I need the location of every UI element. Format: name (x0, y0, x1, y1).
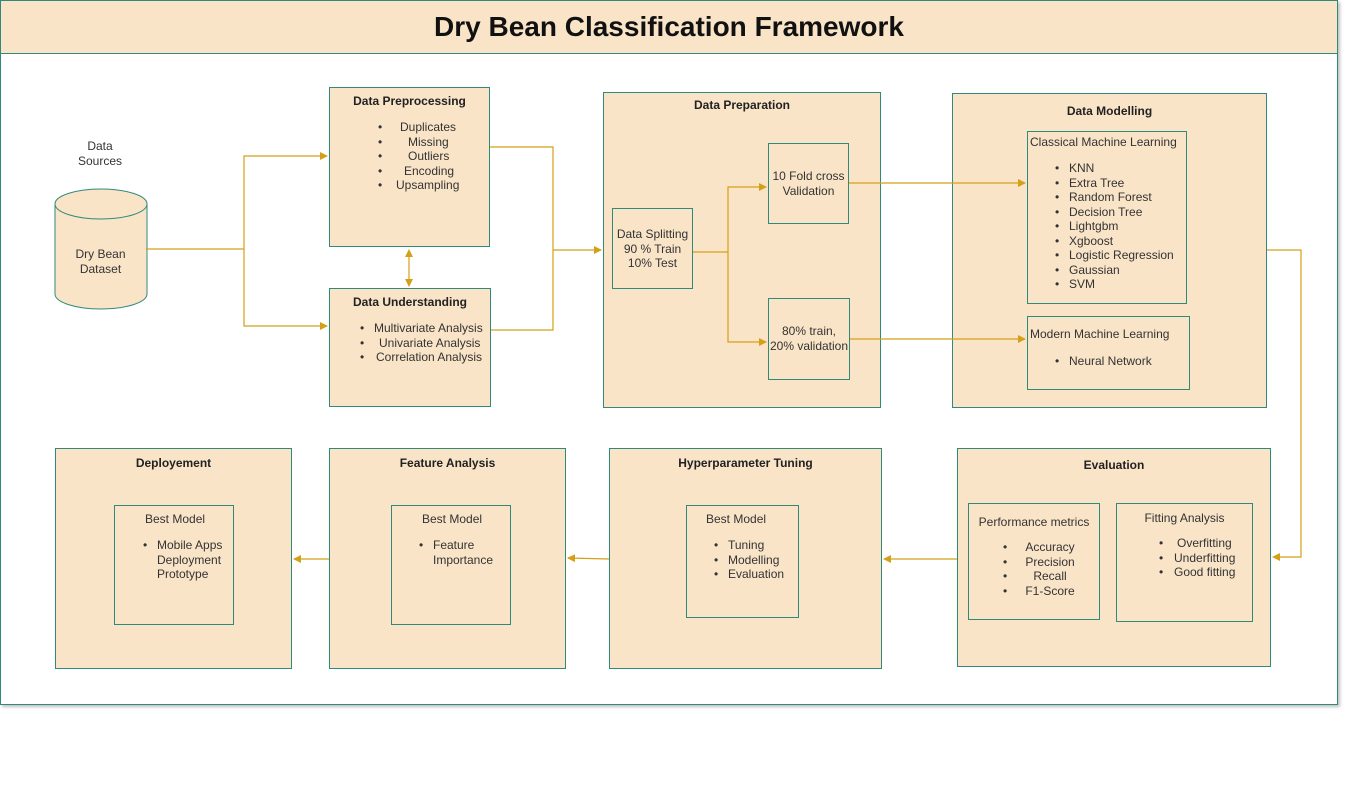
list-item: Random Forest (1055, 190, 1174, 205)
list-item: Upsampling (378, 178, 459, 193)
holdout-line: 20% validation (769, 338, 849, 353)
list-item: F1-Score (1003, 584, 1083, 599)
list-item: Lightgbm (1055, 219, 1174, 234)
fitting-analysis-box: Fitting Analysis Overfitting Underfittin… (1116, 503, 1253, 622)
list-item: Xgboost (1055, 234, 1174, 249)
tuning-list: Tuning Modelling Evaluation (714, 538, 784, 582)
modern-ml-heading: Modern Machine Learning (1030, 327, 1170, 341)
list-item: Outliers (378, 149, 459, 164)
list-item: Missing (378, 135, 459, 150)
cv-line: 10 Fold cross (772, 169, 845, 183)
list-item: Multivariate Analysis (360, 321, 483, 336)
data-understanding-heading: Data Understanding (352, 295, 467, 309)
deployment-list: Mobile Apps Deployment Prototype (143, 538, 229, 582)
list-item: Precision (1003, 555, 1083, 570)
cv-line: Validation (782, 183, 835, 198)
list-item: Recall (1003, 569, 1083, 584)
list-item: Duplicates (378, 120, 459, 135)
list-item: Logistic Regression (1055, 248, 1174, 263)
feature-list: Feature Importance (419, 538, 497, 567)
data-splitting-text: Data Splitting 90 % Train 10% Test (613, 227, 692, 271)
hyperparameter-tuning-heading: Hyperparameter Tuning (678, 456, 813, 470)
cross-validation-text: 10 Fold cross Validation (769, 169, 848, 198)
splitting-line: Data Splitting (616, 227, 689, 241)
holdout-validation-box: 80% train, 20% validation (768, 298, 850, 380)
list-item: Good fitting (1159, 565, 1235, 580)
data-modelling-heading: Data Modelling (1066, 104, 1153, 118)
performance-metrics-heading: Performance metrics (978, 515, 1090, 529)
modern-ml-list: Neural Network (1055, 354, 1152, 369)
data-sources-text: Data Sources (77, 139, 123, 168)
performance-metrics-box: Performance metrics Accuracy Precision R… (968, 503, 1100, 620)
splitting-line: 90 % Train (623, 241, 682, 256)
list-item: Evaluation (714, 567, 784, 582)
holdout-validation-text: 80% train, 20% validation (765, 324, 853, 353)
preprocessing-list: Duplicates Missing Outliers Encoding Ups… (378, 120, 459, 193)
list-item: Modelling (714, 553, 784, 568)
evaluation-heading: Evaluation (1083, 458, 1145, 472)
deployment-best-model-heading: Best Model (145, 512, 206, 526)
title-bar: Dry Bean Classification Framework (0, 0, 1338, 54)
dataset-label: Dry Bean Dataset (75, 247, 126, 276)
list-item: Extra Tree (1055, 176, 1174, 191)
data-preprocessing-box: Data Preprocessing Duplicates Missing Ou… (329, 87, 490, 247)
classical-ml-box: Classical Machine Learning KNN Extra Tre… (1027, 131, 1187, 304)
deployment-heading: Deployement (135, 456, 212, 470)
tuning-best-model-box: Best Model Tuning Modelling Evaluation (686, 505, 799, 618)
deployment-best-model-box: Best Model Mobile Apps Deployment Protot… (114, 505, 234, 625)
list-item: Mobile Apps Deployment Prototype (143, 538, 229, 582)
data-preparation-heading: Data Preparation (693, 98, 791, 112)
list-item: Correlation Analysis (360, 350, 483, 365)
dataset-cylinder-icon (54, 188, 148, 310)
deployment-box: Deployement (55, 448, 292, 669)
list-item: Overfitting (1159, 536, 1235, 551)
understanding-list: Multivariate Analysis Univariate Analysi… (360, 321, 483, 365)
feature-best-model-heading: Best Model (422, 512, 483, 526)
list-item: Underfitting (1159, 551, 1235, 566)
list-item: Encoding (378, 164, 459, 179)
list-item: Gaussian (1055, 263, 1174, 278)
data-understanding-box: Data Understanding Multivariate Analysis… (329, 288, 491, 407)
list-item: Univariate Analysis (360, 336, 483, 351)
list-item: Tuning (714, 538, 784, 553)
list-item: Neural Network (1055, 354, 1152, 369)
tuning-best-model-heading: Best Model (706, 512, 767, 526)
classical-ml-heading: Classical Machine Learning (1030, 135, 1177, 149)
holdout-line: 80% train, (781, 324, 837, 338)
data-splitting-box: Data Splitting 90 % Train 10% Test (612, 208, 693, 289)
list-item: Accuracy (1003, 540, 1083, 555)
data-preprocessing-heading: Data Preprocessing (353, 94, 466, 108)
cross-validation-box: 10 Fold cross Validation (768, 143, 849, 224)
feature-best-model-box: Best Model Feature Importance (391, 505, 511, 625)
fitting-analysis-list: Overfitting Underfitting Good fitting (1159, 536, 1235, 580)
data-sources-label: Data Sources (70, 139, 130, 168)
list-item: SVM (1055, 277, 1174, 292)
list-item: Feature Importance (419, 538, 497, 567)
feature-analysis-heading: Feature Analysis (399, 456, 496, 470)
diagram-title: Dry Bean Classification Framework (434, 11, 904, 42)
fitting-analysis-heading: Fitting Analysis (1144, 511, 1225, 525)
splitting-line: 10% Test (627, 256, 678, 270)
modern-ml-box: Modern Machine Learning Neural Network (1027, 316, 1190, 390)
list-item: Decision Tree (1055, 205, 1174, 220)
list-item: KNN (1055, 161, 1174, 176)
classical-ml-list: KNN Extra Tree Random Forest Decision Tr… (1055, 161, 1174, 292)
performance-metrics-list: Accuracy Precision Recall F1-Score (1003, 540, 1083, 598)
